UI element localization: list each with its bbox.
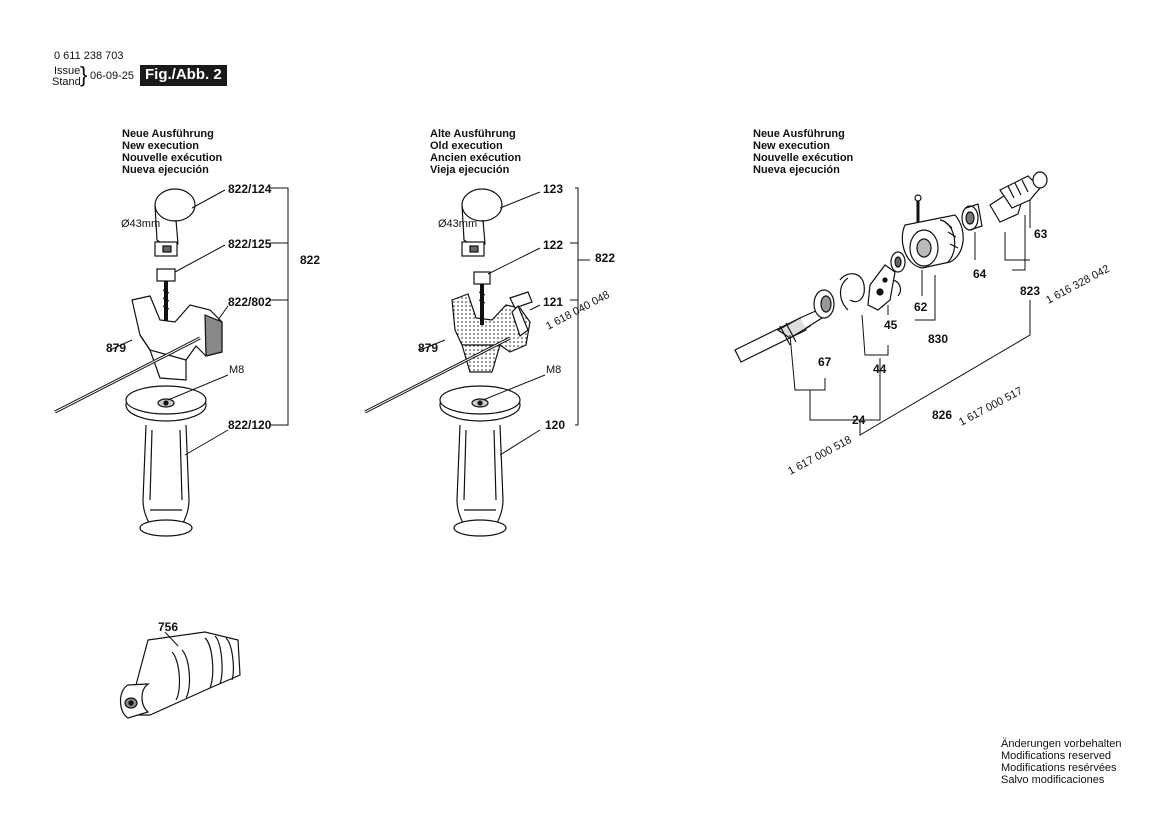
label-822-124: 822/124 [228, 182, 272, 196]
label-67: 67 [818, 355, 832, 369]
brace-mark: } [80, 62, 88, 87]
depth-stop-holder-old [451, 291, 533, 373]
bolt [156, 268, 176, 325]
quick-chuck [119, 631, 241, 719]
title-line-de: Neue Ausführung [122, 128, 214, 140]
left-assembly [54, 187, 289, 537]
leader-lines-old [419, 187, 590, 456]
title-line-es: Nueva ejecución [753, 164, 840, 176]
label-822-120: 822/120 [228, 418, 272, 432]
leader-lines [109, 187, 289, 456]
leader-lines-right [789, 200, 1031, 436]
title-line-de: Alte Ausführung [430, 128, 516, 140]
clamp-band [154, 188, 196, 257]
stand-label: Stand [52, 76, 81, 88]
label-822-old: 822 [595, 251, 616, 265]
note-en: Modifications reserved [1001, 750, 1112, 762]
note-fr: Modifications resérvées [1001, 762, 1117, 774]
label-122: 122 [543, 238, 564, 252]
label-m8: M8 [229, 364, 245, 376]
clutch-44 [839, 264, 902, 311]
right-assembly [734, 171, 1048, 436]
title-line-en: New execution [122, 140, 200, 152]
bolt-old [473, 271, 491, 325]
side-handle [125, 385, 207, 537]
issue-label: Issue [54, 65, 81, 77]
label-823: 823 [1020, 284, 1041, 298]
middle-assembly [364, 187, 590, 537]
label-879: 879 [106, 341, 127, 355]
label-830: 830 [928, 332, 949, 346]
bearing-sleeve [890, 251, 906, 273]
title-line-en: New execution [753, 140, 831, 152]
label-826: 826 [932, 408, 953, 422]
clamp-band-old [461, 188, 503, 257]
note-es: Salvo modificaciones [1001, 774, 1105, 786]
part-number: 0 611 238 703 [54, 50, 124, 62]
label-m8-old: M8 [546, 364, 562, 376]
title-line-fr: Ancien exécution [430, 152, 522, 164]
figure-label: Fig./Abb. 2 [140, 65, 227, 86]
seal-ring-67 [813, 289, 835, 319]
bearing-62 [901, 194, 964, 269]
title-line-es: Nueva ejecución [122, 164, 209, 176]
label-diameter-old: Ø43mm [438, 218, 478, 230]
section-title-new-left: Neue Ausführung New execution Nouvelle e… [122, 128, 222, 176]
label-diameter: Ø43mm [121, 218, 161, 230]
label-822-125: 822/125 [228, 237, 272, 251]
label-879-old: 879 [418, 341, 439, 355]
section-title-old: Alte Ausführung Old execution Ancien exé… [430, 128, 521, 176]
drive-shaft [734, 309, 823, 363]
label-120: 120 [545, 418, 566, 432]
footer-notes: Änderungen vorbehalten Modifications res… [1001, 738, 1121, 786]
title-line-fr: Nouvelle exécution [122, 152, 223, 164]
label-24: 24 [852, 413, 866, 427]
needle-bearing-64 [961, 203, 983, 231]
label-822: 822 [300, 253, 321, 267]
label-822-802: 822/802 [228, 295, 272, 309]
label-756: 756 [158, 620, 179, 634]
depth-stop-holder [131, 295, 223, 381]
gear-63 [989, 171, 1048, 223]
section-title-new-right: Neue Ausführung New execution Nouvelle e… [753, 128, 853, 176]
label-44: 44 [873, 362, 887, 376]
label-121: 121 [543, 295, 564, 309]
label-45: 45 [884, 318, 898, 332]
label-63: 63 [1034, 227, 1048, 241]
title-line-de: Neue Ausführung [753, 128, 845, 140]
side-handle-old [439, 385, 521, 537]
title-line-en: Old execution [430, 140, 503, 152]
issue-date: 06-09-25 [90, 70, 135, 82]
label-64: 64 [973, 267, 987, 281]
label-123: 123 [543, 182, 564, 196]
title-line-es: Vieja ejecución [430, 164, 510, 176]
title-line-fr: Nouvelle exécution [753, 152, 854, 164]
note-de: Änderungen vorbehalten [1001, 738, 1122, 750]
label-62: 62 [914, 300, 928, 314]
